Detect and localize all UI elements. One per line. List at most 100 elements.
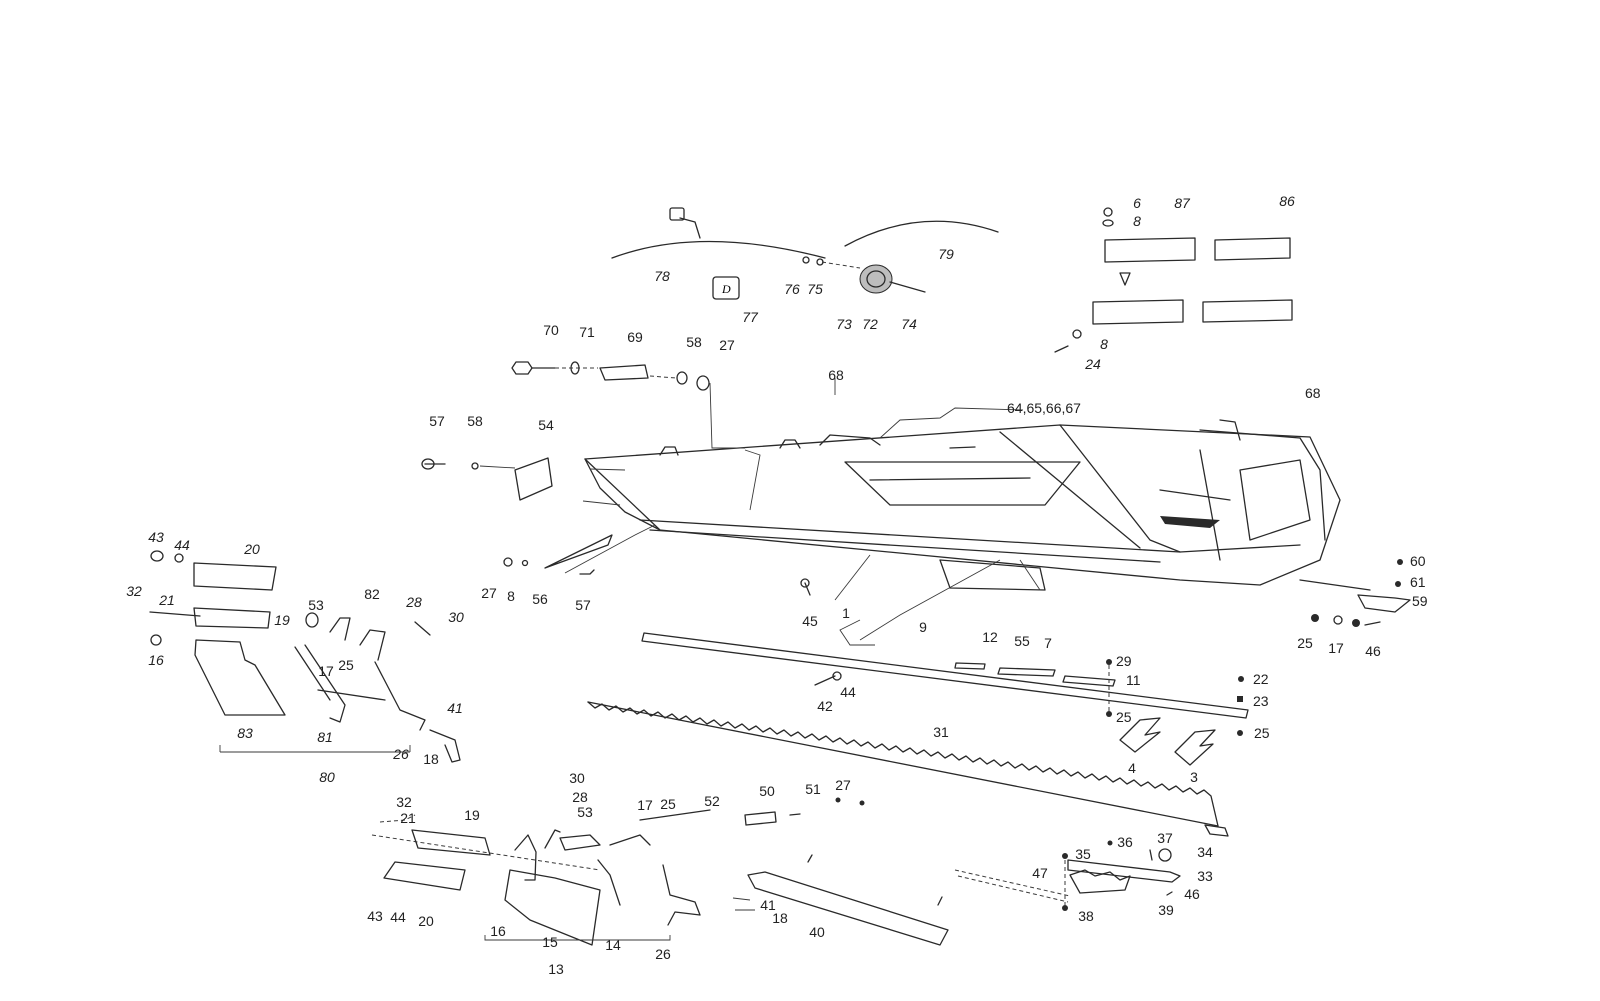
callout-1: 1 xyxy=(842,605,850,621)
callout-19-lower: 19 xyxy=(464,807,480,823)
callout-46-lower: 46 xyxy=(1184,886,1200,902)
callout-38: 38 xyxy=(1078,908,1094,924)
bracket-54 xyxy=(421,457,553,501)
callout-30-lower: 30 xyxy=(569,770,585,786)
point-56 xyxy=(503,534,811,596)
callout-68-right: 68 xyxy=(1305,385,1321,401)
callout-17-lower: 17 xyxy=(637,797,653,813)
callout-60: 60 xyxy=(1410,553,1426,569)
callout-54: 54 xyxy=(538,417,554,433)
callout-25-mid: 25 xyxy=(1116,709,1132,725)
callout-22: 22 xyxy=(1253,671,1269,687)
callout-80: 80 xyxy=(319,769,335,785)
callout-37: 37 xyxy=(1157,830,1173,846)
callout-27-top: 27 xyxy=(719,337,735,353)
callout-18-lower: 18 xyxy=(772,910,788,926)
callout-72: 72 xyxy=(862,316,878,332)
callout-26-left: 26 xyxy=(393,746,409,762)
callout-77: 77 xyxy=(742,309,758,325)
callout-8-mid: 8 xyxy=(507,588,515,604)
callout-15: 15 xyxy=(542,934,558,950)
callout-35: 35 xyxy=(1075,846,1091,862)
callout-46-right: 46 xyxy=(1365,643,1381,659)
callout-44-lower: 44 xyxy=(390,909,406,925)
callout-28-left: 28 xyxy=(406,594,422,610)
callout-81: 81 xyxy=(317,729,333,745)
callout-59: 59 xyxy=(1412,593,1428,609)
callout-55: 55 xyxy=(1014,633,1030,649)
callout-43-left: 43 xyxy=(148,529,164,545)
callout-29: 29 xyxy=(1116,653,1132,669)
callout-21-lower: 21 xyxy=(400,810,416,826)
callout-21-left: 21 xyxy=(159,592,175,608)
callout-16-lower: 16 xyxy=(490,923,506,939)
callout-28-lower: 28 xyxy=(572,789,588,805)
cutter-bar-9 xyxy=(641,632,1249,736)
callout-32-left: 32 xyxy=(126,583,142,599)
callout-30-left: 30 xyxy=(448,609,464,625)
callout-31: 31 xyxy=(933,724,949,740)
callout-20-lower: 20 xyxy=(418,913,434,929)
callout-12: 12 xyxy=(982,629,998,645)
svg-text:D: D xyxy=(721,282,731,296)
callout-43-lower: 43 xyxy=(367,908,383,924)
callout-45: 45 xyxy=(802,613,818,629)
callout-44-left: 44 xyxy=(174,537,190,553)
callout-20-left: 20 xyxy=(244,541,260,557)
callout-9: 9 xyxy=(919,619,927,635)
knife-guards xyxy=(1119,717,1216,766)
callout-64-65-66-67: 64,65,66,67 xyxy=(1007,400,1081,416)
top-hardware-row xyxy=(511,361,710,391)
callout-8-lower: 8 xyxy=(1100,336,1108,352)
header-frame xyxy=(584,419,1371,591)
callout-71: 71 xyxy=(579,324,595,340)
callout-69: 69 xyxy=(627,329,643,345)
callout-57-lower: 57 xyxy=(575,597,591,613)
callout-73: 73 xyxy=(836,316,852,332)
callout-18-left: 18 xyxy=(423,751,439,767)
callout-6: 6 xyxy=(1133,195,1141,211)
divider-assembly-80 xyxy=(149,550,461,763)
callout-25-right-bar: 25 xyxy=(1254,725,1270,741)
callout-58-top: 58 xyxy=(686,334,702,350)
callout-42: 42 xyxy=(817,698,833,714)
callout-39: 39 xyxy=(1158,902,1174,918)
callout-78: 78 xyxy=(654,268,670,284)
sickle-knife-31 xyxy=(587,701,1229,837)
callout-14: 14 xyxy=(605,937,621,953)
callout-53-left: 53 xyxy=(308,597,324,613)
callout-82: 82 xyxy=(364,586,380,602)
callout-68-left: 68 xyxy=(828,367,844,383)
callout-17-right: 17 xyxy=(1328,640,1344,656)
callout-25-left: 25 xyxy=(338,657,354,673)
divider-assembly-13 xyxy=(371,797,865,946)
callout-57-top: 57 xyxy=(429,413,445,429)
right-hardware xyxy=(1311,559,1411,627)
callout-26-lower: 26 xyxy=(655,946,671,962)
callout-34: 34 xyxy=(1197,844,1213,860)
callout-19-left: 19 xyxy=(274,612,290,628)
callout-23: 23 xyxy=(1253,693,1269,709)
callout-16-left: 16 xyxy=(148,652,164,668)
skid-plate-40 xyxy=(747,854,949,946)
callout-41-left: 41 xyxy=(447,700,463,716)
callout-8-top: 8 xyxy=(1133,213,1141,229)
callout-79: 79 xyxy=(938,246,954,262)
callout-86: 86 xyxy=(1279,193,1295,209)
callout-4: 4 xyxy=(1128,760,1136,776)
callout-40: 40 xyxy=(809,924,825,940)
callout-24: 24 xyxy=(1085,356,1101,372)
callout-3: 3 xyxy=(1190,769,1198,785)
callout-51: 51 xyxy=(805,781,821,797)
callout-47: 47 xyxy=(1032,865,1048,881)
callout-53-lower: 53 xyxy=(577,804,593,820)
callout-17-left: 17 xyxy=(318,663,334,679)
callout-76: 76 xyxy=(784,281,800,297)
callout-41-lower: 41 xyxy=(760,897,776,913)
callout-58-mid: 58 xyxy=(467,413,483,429)
callout-27-lower: 27 xyxy=(835,777,851,793)
callout-7: 7 xyxy=(1044,635,1052,651)
callout-32-lower: 32 xyxy=(396,794,412,810)
